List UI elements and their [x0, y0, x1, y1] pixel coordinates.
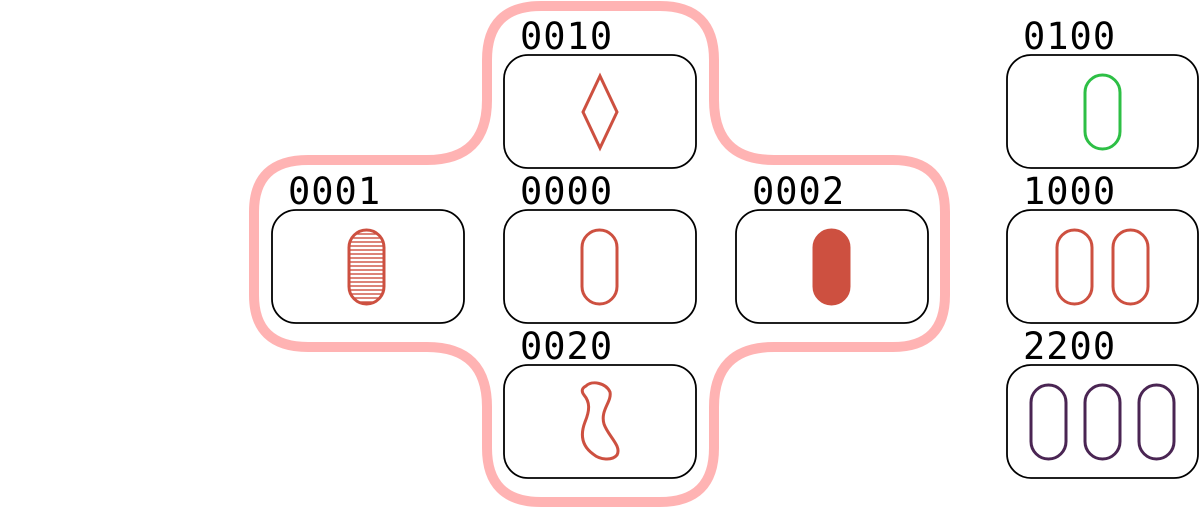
card-code-label: 0010 — [520, 15, 613, 58]
card-left: 0001 — [271, 170, 465, 324]
card-code-label: 0002 — [752, 170, 845, 213]
card-frame — [503, 209, 697, 324]
squiggle-symbol — [580, 381, 620, 461]
striped-oval-symbol — [347, 228, 386, 306]
card-side-bottom: 2200 — [1006, 325, 1199, 479]
diamond-symbol — [581, 72, 619, 152]
green-oval-symbol — [1083, 73, 1122, 151]
solid-oval-symbol — [812, 228, 851, 306]
card-frame — [1006, 364, 1199, 479]
card-center: 0000 — [503, 170, 697, 324]
card-code-label: 0000 — [520, 170, 613, 213]
purple-oval-symbol — [1029, 383, 1068, 461]
oval-symbol — [580, 228, 619, 306]
card-frame — [1006, 54, 1199, 169]
card-code-label: 2200 — [1023, 325, 1116, 368]
card-frame — [503, 54, 697, 169]
plus-highlight-outline — [249, 1, 950, 507]
card-code-label: 0001 — [288, 170, 381, 213]
card-side-middle: 1000 — [1006, 170, 1199, 324]
card-code-label: 0100 — [1023, 15, 1116, 58]
card-side-top: 0100 — [1006, 15, 1199, 169]
purple-oval-symbol — [1137, 383, 1176, 461]
card-top: 0010 — [503, 15, 697, 169]
card-frame — [1006, 209, 1199, 324]
card-code-label: 1000 — [1023, 170, 1116, 213]
card-bottom: 0020 — [503, 325, 697, 479]
purple-oval-symbol — [1083, 383, 1122, 461]
card-code-label: 0020 — [520, 325, 613, 368]
oval-symbol — [1111, 228, 1150, 306]
card-right: 0002 — [735, 170, 929, 324]
oval-symbol — [1055, 228, 1094, 306]
card-frame — [503, 364, 697, 479]
